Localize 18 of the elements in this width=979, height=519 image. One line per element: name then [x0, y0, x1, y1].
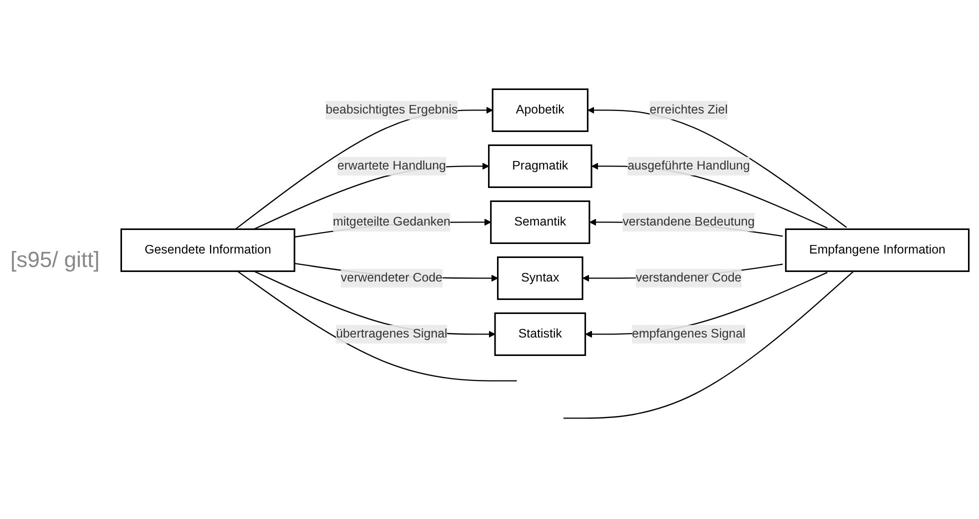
edge-label: beabsichtigtes Ergebnis — [325, 103, 458, 116]
node-box: Statistik — [494, 312, 586, 356]
edge-label: mitgeteilte Gedanken — [332, 215, 450, 228]
node-box: Empfangene Information — [784, 228, 970, 272]
edge-label: übertragenes Signal — [335, 327, 447, 340]
edge-label: erreichtes Ziel — [649, 103, 728, 116]
citation-note: [s95/ gitt] — [10, 246, 100, 272]
edge-label: verstandener Code — [635, 271, 742, 284]
edge-label: verwendeter Code — [340, 271, 442, 284]
node-box: Apobetik — [491, 88, 588, 132]
edge-label: empfangenes Signal — [631, 327, 745, 340]
node-box: Gesendete Information — [120, 228, 295, 272]
node-box: Syntax — [496, 256, 583, 300]
edge-label: verstandene Bedeutung — [622, 215, 754, 228]
node-box: Pragmatik — [488, 144, 592, 188]
node-box: Semantik — [490, 200, 590, 244]
edge-label: ausgeführte Handlung — [626, 159, 750, 172]
edge-label: erwartete Handlung — [336, 159, 446, 172]
